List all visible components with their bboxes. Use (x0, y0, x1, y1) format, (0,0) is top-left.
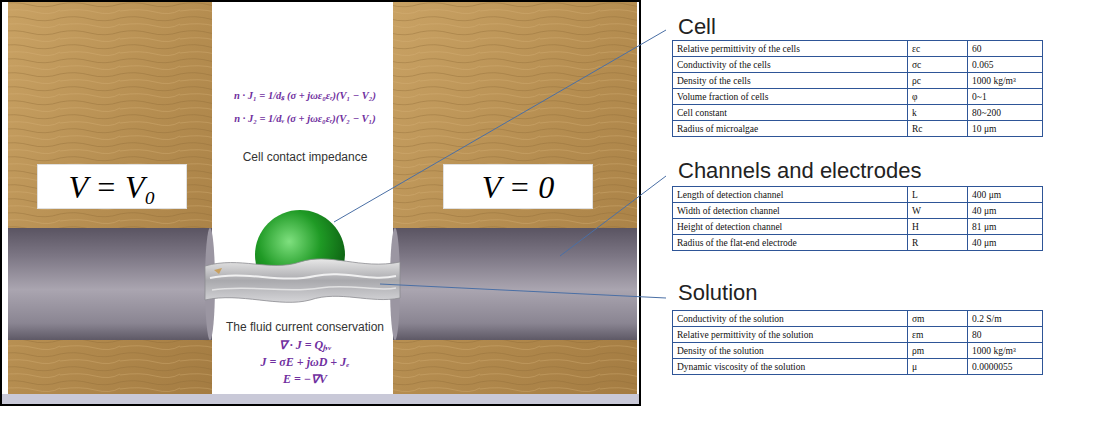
table-cell: Radius of microalgae (673, 121, 908, 137)
potential-label: V = V₀ (38, 169, 186, 206)
table-cell: Density of the solution (673, 343, 908, 359)
section-heading: Channels and electrodes (678, 158, 978, 184)
table-cell: Width of detection channel (673, 203, 908, 219)
table-cell: W (908, 203, 968, 219)
parameter-table: Conductivity of the solutionσm0.2 S/mRel… (672, 310, 1043, 375)
table-cell: Cell constant (673, 105, 908, 121)
potential-box: V = V₀ (37, 164, 187, 209)
section-heading: Solution (678, 280, 978, 306)
table-cell: εm (908, 327, 968, 343)
table-cell: 0.065 (968, 57, 1043, 73)
table-cell: 80 (968, 327, 1043, 343)
table-cell: σm (908, 311, 968, 327)
table-cell: φ (908, 89, 968, 105)
equation: ∇ · J = Qⱼ,ᵥ (212, 338, 398, 352)
leader-line (334, 30, 666, 222)
table-cell: Relative permittivity of the cells (673, 41, 908, 57)
table-cell: μ (908, 359, 968, 375)
equation: E = −∇V (212, 372, 398, 386)
table-cell: Density of the cells (673, 73, 908, 89)
table-cell: σc (908, 57, 968, 73)
table-cell: L (908, 187, 968, 203)
table-cell: Conductivity of the cells (673, 57, 908, 73)
table-row: Relative permittivity of the cellsεc60 (673, 41, 1043, 57)
equation: n · J₂ = 1/dᵥ (σ + jωε₀εᵣ)(V₂ − V₁) (205, 113, 405, 126)
table-cell: 0.0000055 (968, 359, 1043, 375)
table-row: Height of detection channelH81 μm (673, 219, 1043, 235)
table-cell: εc (908, 41, 968, 57)
table-row: Radius of the flat-end electrodeR40 μm (673, 235, 1043, 251)
table-row: Volume fraction of cellsφ0~1 (673, 89, 1043, 105)
potential-label: V = 0 (444, 169, 592, 206)
table-cell: 400 μm (968, 187, 1043, 203)
annotation: The fluid current conservation (212, 320, 398, 334)
table-cell: Height of detection channel (673, 219, 908, 235)
table-cell: 40 μm (968, 235, 1043, 251)
table-row: Conductivity of the cellsσc0.065 (673, 57, 1043, 73)
potential-box: V = 0 (443, 164, 593, 209)
table-cell: Dynamic viscosity of the solution (673, 359, 908, 375)
equation: n · J₁ = 1/dₛ (σ + jωε₀εᵣ)(V₁ − V₂) (205, 90, 405, 103)
table-cell: 10 μm (968, 121, 1043, 137)
table-cell: Radius of the flat-end electrode (673, 235, 908, 251)
table-cell: 0.2 S/m (968, 311, 1043, 327)
table-row: Conductivity of the solutionσm0.2 S/m (673, 311, 1043, 327)
table-cell: ρc (908, 73, 968, 89)
leader-line (380, 284, 666, 298)
table-cell: 81 μm (968, 219, 1043, 235)
table-cell: ρm (908, 343, 968, 359)
section-heading: Cell (678, 14, 978, 40)
table-cell: Conductivity of the solution (673, 311, 908, 327)
table-cell: 1000 kg/m³ (968, 73, 1043, 89)
table-cell: k (908, 105, 968, 121)
table-row: Width of detection channelW40 μm (673, 203, 1043, 219)
equation: J = σE + jωD + Jₑ (212, 355, 398, 369)
parameter-table: Relative permittivity of the cellsεc60Co… (672, 40, 1043, 137)
table-cell: Length of detection channel (673, 187, 908, 203)
table-row: Dynamic viscosity of the solutionμ0.0000… (673, 359, 1043, 375)
table-row: Density of the cellsρc1000 kg/m³ (673, 73, 1043, 89)
table-row: Length of detection channelL400 μm (673, 187, 1043, 203)
table-row: Relative permittivity of the solutionεm8… (673, 327, 1043, 343)
table-cell: Rc (908, 121, 968, 137)
parameter-table: Length of detection channelL400 μmWidth … (672, 186, 1043, 251)
table-cell: 40 μm (968, 203, 1043, 219)
table-row: Radius of microalgaeRc10 μm (673, 121, 1043, 137)
table-cell: 80~200 (968, 105, 1043, 121)
table-cell: 60 (968, 41, 1043, 57)
annotation: Cell contact impedance (212, 150, 398, 164)
table-row: Cell constantk80~200 (673, 105, 1043, 121)
table-cell: H (908, 219, 968, 235)
table-cell: 0~1 (968, 89, 1043, 105)
table-cell: Relative permittivity of the solution (673, 327, 908, 343)
table-cell: R (908, 235, 968, 251)
table-row: Density of the solutionρm1000 kg/m³ (673, 343, 1043, 359)
table-cell: Volume fraction of cells (673, 89, 908, 105)
table-cell: 1000 kg/m³ (968, 343, 1043, 359)
